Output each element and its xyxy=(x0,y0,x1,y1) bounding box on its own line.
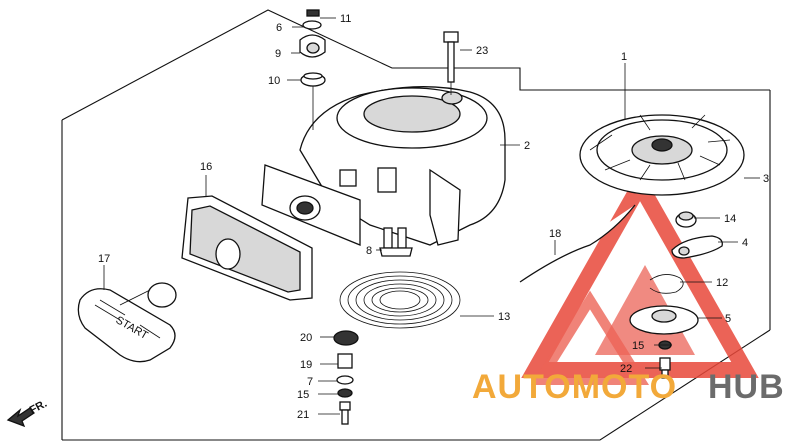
callout-7: 7 xyxy=(307,376,313,388)
callout-3: 3 xyxy=(763,173,769,185)
callout-1: 1 xyxy=(621,51,627,63)
callout-21: 21 xyxy=(297,409,309,421)
direction-label: FR. xyxy=(28,398,49,417)
leader-lines xyxy=(103,17,760,415)
brand-part1: AUTOMOTO xyxy=(472,368,677,406)
callout-20: 20 xyxy=(300,332,312,344)
part-16-cover-frame xyxy=(181,175,313,301)
callout-22: 22 xyxy=(620,363,632,375)
part-14-spring-cap xyxy=(675,211,697,228)
callout-23: 23 xyxy=(476,45,488,57)
callout-14: 14 xyxy=(724,213,736,225)
callout-13: 13 xyxy=(498,311,510,323)
part-2-starter-housing xyxy=(261,86,506,246)
callout-19: 19 xyxy=(300,359,312,371)
callout-6: 6 xyxy=(276,22,282,34)
part-5-plate xyxy=(629,305,699,335)
callout-10: 10 xyxy=(268,75,280,87)
part-3-reel xyxy=(579,114,745,196)
parts-6-9-10-11-stack xyxy=(299,9,326,130)
part-23-bolt xyxy=(443,31,459,95)
callout-4: 4 xyxy=(742,237,748,249)
callout-11: 11 xyxy=(340,13,351,25)
callout-2: 2 xyxy=(524,140,530,152)
callout-12: 12 xyxy=(716,277,728,289)
part-8-pins xyxy=(379,227,413,257)
callout-5: 5 xyxy=(725,313,731,325)
callout-8: 8 xyxy=(366,245,372,257)
part-12-spring xyxy=(649,274,684,294)
callout-16: 16 xyxy=(200,161,212,173)
callout-labels: 1 2 3 4 5 6 7 8 9 10 11 12 13 14 15 15 1… xyxy=(98,13,769,421)
part-4-pawl xyxy=(671,235,723,259)
part-17-starter-grip: START xyxy=(77,282,177,363)
callout-17: 17 xyxy=(98,253,110,265)
brand-part2: HUB xyxy=(708,368,785,406)
callout-15-left: 15 xyxy=(297,389,309,401)
watermark-brand: AUTOMOTO HUB xyxy=(472,368,785,406)
parts-20-19-7-15-21-stack xyxy=(333,330,359,425)
part-18-rope xyxy=(519,204,636,283)
part-13-spiral-spring xyxy=(339,271,461,329)
callout-9: 9 xyxy=(275,48,281,60)
callout-15-right: 15 xyxy=(632,340,644,352)
callout-18: 18 xyxy=(549,228,561,240)
front-direction-indicator: FR. xyxy=(6,398,49,428)
